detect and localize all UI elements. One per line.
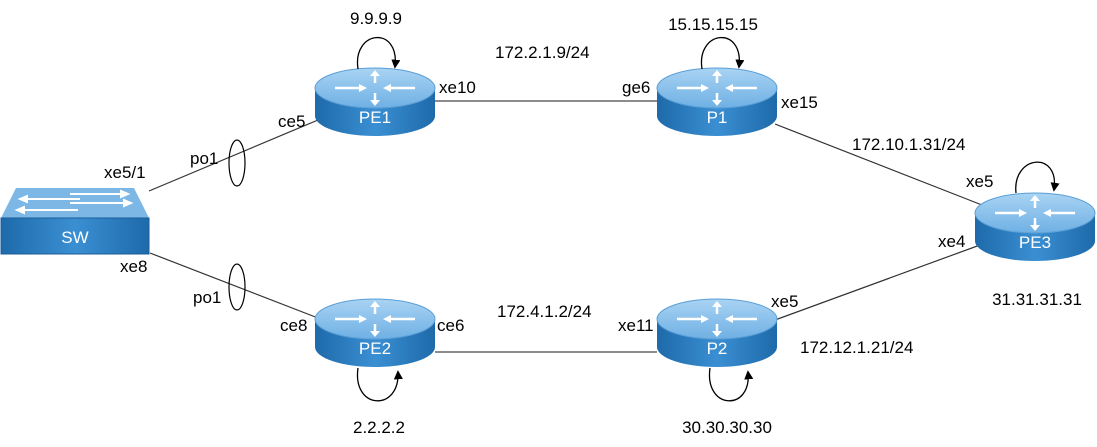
loopback-label-pe1: 9.9.9.9 xyxy=(350,9,402,28)
port-channel-down-icon xyxy=(228,263,246,311)
interface-label: po1 xyxy=(190,149,218,168)
loopback-arrow-icon xyxy=(1015,161,1060,194)
interface-label: xe10 xyxy=(439,78,476,97)
interface-label: xe5/1 xyxy=(104,163,146,182)
switch-sw[interactable]: SW xyxy=(0,188,150,255)
loopback-label-p2: 30.30.30.30 xyxy=(682,418,772,437)
node-label: P2 xyxy=(707,339,728,358)
link-sw-pe2 xyxy=(149,252,319,319)
node-label: PE1 xyxy=(359,108,391,127)
loopback-arrow-icon xyxy=(708,367,754,402)
router-p2[interactable]: P2 xyxy=(655,297,779,369)
subnet-label: 172.2.1.9/24 xyxy=(495,43,590,62)
link-sw-pe1 xyxy=(148,119,319,192)
interface-label: xe5 xyxy=(966,172,993,191)
interface-label: xe15 xyxy=(781,93,818,112)
interface-label: xe11 xyxy=(618,316,654,335)
interface-label: xe5 xyxy=(771,292,798,311)
node-label: SW xyxy=(61,228,88,247)
subnet-label: 172.4.1.2/24 xyxy=(497,302,592,321)
subnet-label: 172.12.1.21/24 xyxy=(800,338,913,357)
interface-label: ce5 xyxy=(278,112,305,131)
link-p1-pe3 xyxy=(774,123,983,206)
router-pe2[interactable]: PE2 xyxy=(313,297,437,369)
loopback-label-pe3: 31.31.31.31 xyxy=(992,290,1082,309)
loopback-label-pe2: 2.2.2.2 xyxy=(353,418,405,437)
interface-label: po1 xyxy=(193,288,221,307)
node-label: PE2 xyxy=(359,339,391,358)
subnet-label: 172.10.1.31/24 xyxy=(852,135,965,154)
loopback-arrow-icon xyxy=(356,367,403,402)
node-label: P1 xyxy=(707,108,728,127)
router-pe1[interactable]: PE1 xyxy=(313,66,437,138)
loopback-arrow-icon xyxy=(356,36,401,70)
interface-label: xe4 xyxy=(938,232,965,251)
interface-label: ce6 xyxy=(437,316,464,335)
router-p1[interactable]: P1 xyxy=(655,66,779,138)
link-p2-pe3 xyxy=(774,244,981,321)
interface-label: xe8 xyxy=(120,257,147,276)
interface-label: ge6 xyxy=(622,78,650,97)
node-label: PE3 xyxy=(1019,233,1051,252)
router-pe3[interactable]: PE3 xyxy=(973,191,1097,263)
loopback-label-p1: 15.15.15.15 xyxy=(668,15,758,34)
interface-label: ce8 xyxy=(280,316,307,335)
port-channel-up-icon xyxy=(228,139,246,187)
loopback-arrow-icon xyxy=(700,36,745,70)
